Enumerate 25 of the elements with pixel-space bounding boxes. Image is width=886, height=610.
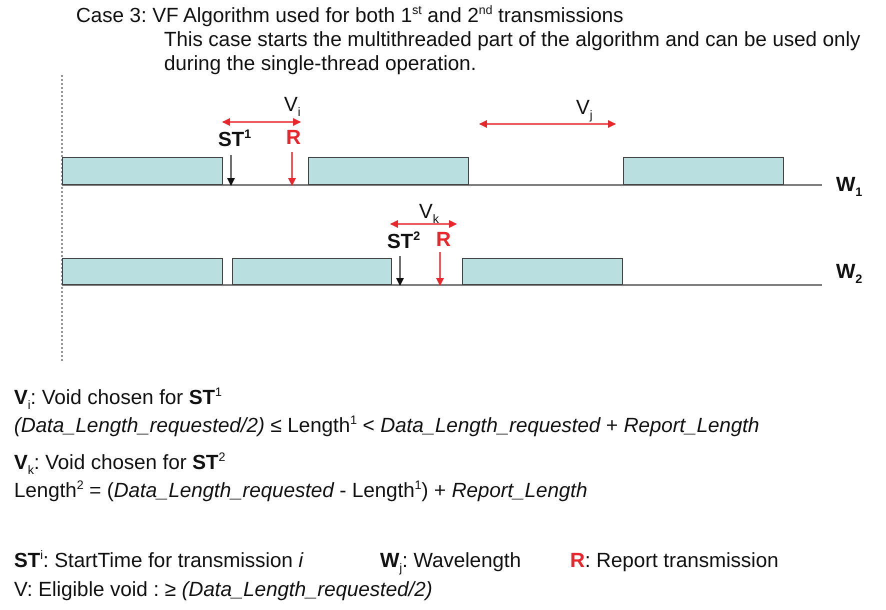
description-text: This case starts the multithreaded part of the algorithm and can be used only during the single-thread operation. xyxy=(164,28,862,76)
transmission-bar xyxy=(462,258,623,285)
signal-label: ST$^{2}$ xyxy=(387,230,420,254)
dimension-label: V$_{i}$ xyxy=(284,93,300,117)
definition-text: V$_{i}$: Void chosen for ST$^{1}$ xyxy=(14,386,222,410)
legend-text: W$_{j}$: Wavelength xyxy=(380,549,521,573)
signal-label: R xyxy=(286,126,301,150)
legend-text: R: Report transmission xyxy=(570,549,778,573)
formula-text: (Data_Length_requested/2) ≤ Length$^{1}$ < Data_Length_requested + Report_Length xyxy=(14,414,760,438)
diagram-title: Case 3: VF Algorithm used for both 1$^{st}$ and 2$^{nd}$ transmissions xyxy=(76,4,624,28)
wavelength-label: W$_{1}$ xyxy=(836,173,862,197)
transmission-bar xyxy=(623,157,784,185)
signal-label: R xyxy=(436,228,451,252)
transmission-bar xyxy=(62,258,223,285)
wavelength-label: W$_{2}$ xyxy=(836,260,862,284)
transmission-bar xyxy=(62,157,223,185)
transmission-bar xyxy=(308,157,469,185)
legend-text: ST$^{i}$: StartTime for transmission i xyxy=(14,549,304,573)
definition-text: V$_{k}$: Void chosen for ST$^{2}$ xyxy=(14,451,226,475)
signal-label: ST$^{1}$ xyxy=(218,128,252,152)
formula-text: Length$^{2}$ = (Data_Length_requested - Length$^{1}$) + Report_Length xyxy=(14,479,588,503)
dimension-label: V$_{j}$ xyxy=(576,96,592,120)
dimension-label: V$_{k}$ xyxy=(419,200,439,224)
definition-text: V: Eligible void : ≥ (Data_Length_requested/2) xyxy=(14,578,432,602)
transmission-bar xyxy=(232,258,392,285)
